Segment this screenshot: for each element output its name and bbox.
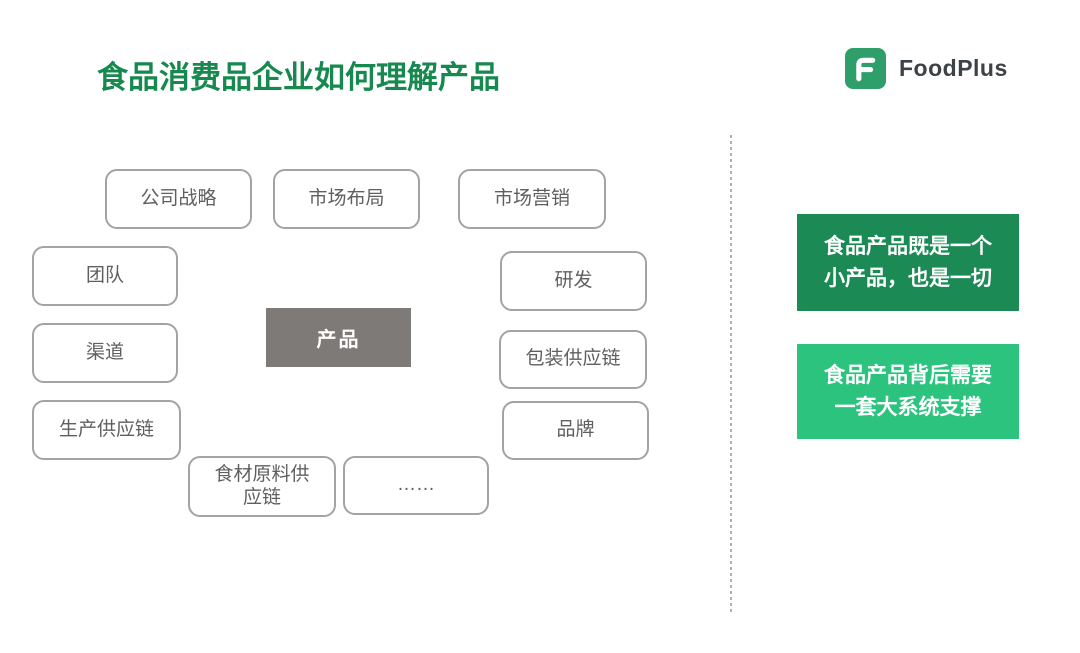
node-packaging-supply-chain: 包装供应链 xyxy=(499,330,647,389)
node-ingredient-supply-chain: 食材原料供 应链 xyxy=(188,456,336,517)
node-product-center: 产品 xyxy=(266,308,411,367)
node-ellipsis: …… xyxy=(343,456,489,515)
node-company-strategy: 公司战略 xyxy=(105,169,252,229)
foodplus-logo-icon xyxy=(845,48,886,89)
foodplus-brand-text: FoodPlus xyxy=(899,55,1008,81)
foodplus-logo: FoodPlus xyxy=(845,48,1008,89)
node-market-layout: 市场布局 xyxy=(273,169,420,229)
node-brand: 品牌 xyxy=(502,401,649,460)
page-title: 食品消费品企业如何理解产品 xyxy=(97,60,500,95)
node-team: 团队 xyxy=(32,246,178,306)
dotted-divider xyxy=(730,135,732,615)
callout-needs-big-system: 食品产品背后需要 一套大系统支撑 xyxy=(797,344,1019,439)
node-marketing: 市场营销 xyxy=(458,169,606,229)
node-production-supply-chain: 生产供应链 xyxy=(32,400,181,460)
node-rnd: 研发 xyxy=(500,251,647,311)
node-channel: 渠道 xyxy=(32,323,178,383)
callout-product-is-everything: 食品产品既是一个 小产品，也是一切 xyxy=(797,214,1019,311)
